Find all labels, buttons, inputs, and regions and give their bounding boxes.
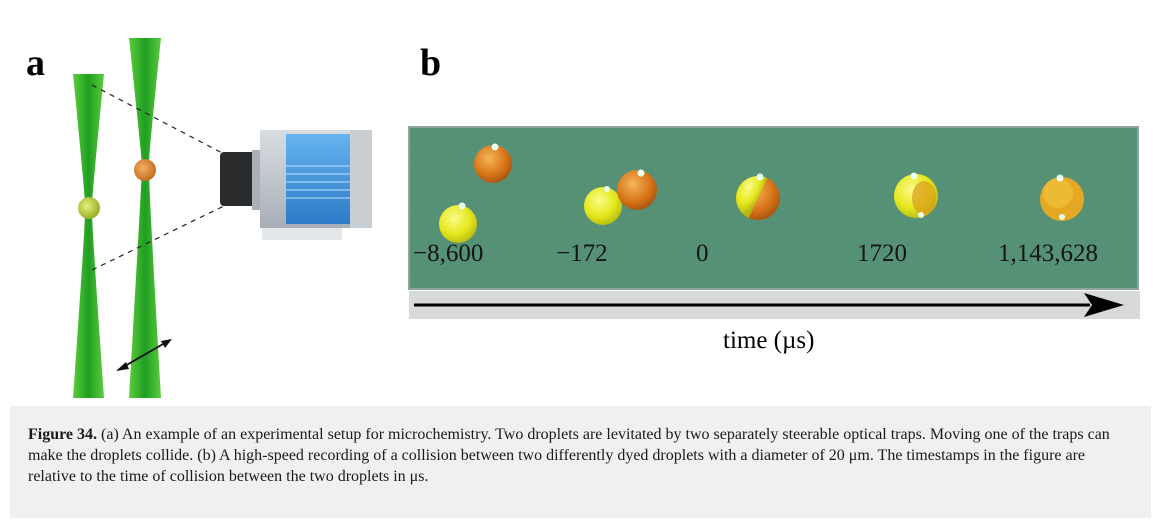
panel-label-a: a	[26, 42, 45, 84]
figure-caption: Figure 34. (a) An example of an experime…	[28, 424, 1128, 487]
timestamp-label: −8,600	[413, 240, 484, 267]
droplet-orange	[617, 170, 657, 210]
timestamp-label: 0	[696, 240, 709, 267]
camera-icon	[220, 130, 372, 240]
view-line-lower	[91, 203, 229, 271]
droplet-frames	[439, 143, 1084, 243]
trap-beam-right	[129, 38, 161, 398]
caption-text: (a) An example of an experimental setup …	[28, 426, 1110, 485]
time-axis-label: time (µs)	[723, 327, 815, 354]
droplet-orange	[474, 145, 512, 183]
trap-beam-left	[73, 74, 104, 398]
droplet-yellow	[439, 205, 477, 243]
timestamp-label: −172	[556, 240, 608, 267]
panel-label-b: b	[420, 42, 442, 84]
optical-trap-setup	[73, 38, 229, 398]
recording-strip	[408, 126, 1139, 290]
view-line-upper	[91, 84, 229, 157]
figure-number: Figure 34.	[28, 426, 98, 443]
merged-droplet	[1040, 174, 1084, 221]
merged-droplet	[736, 173, 780, 220]
merged-droplet	[894, 172, 938, 218]
timestamp-label: 1720	[857, 240, 907, 267]
move-arrow-icon	[116, 339, 172, 371]
time-axis	[409, 291, 1140, 319]
trapped-droplet-yellow	[78, 197, 100, 219]
timestamp-label: 1,143,628	[998, 240, 1098, 267]
trapped-droplet-orange	[134, 159, 156, 181]
arrow-head-icon	[1084, 293, 1124, 317]
droplet-yellow	[584, 187, 622, 225]
